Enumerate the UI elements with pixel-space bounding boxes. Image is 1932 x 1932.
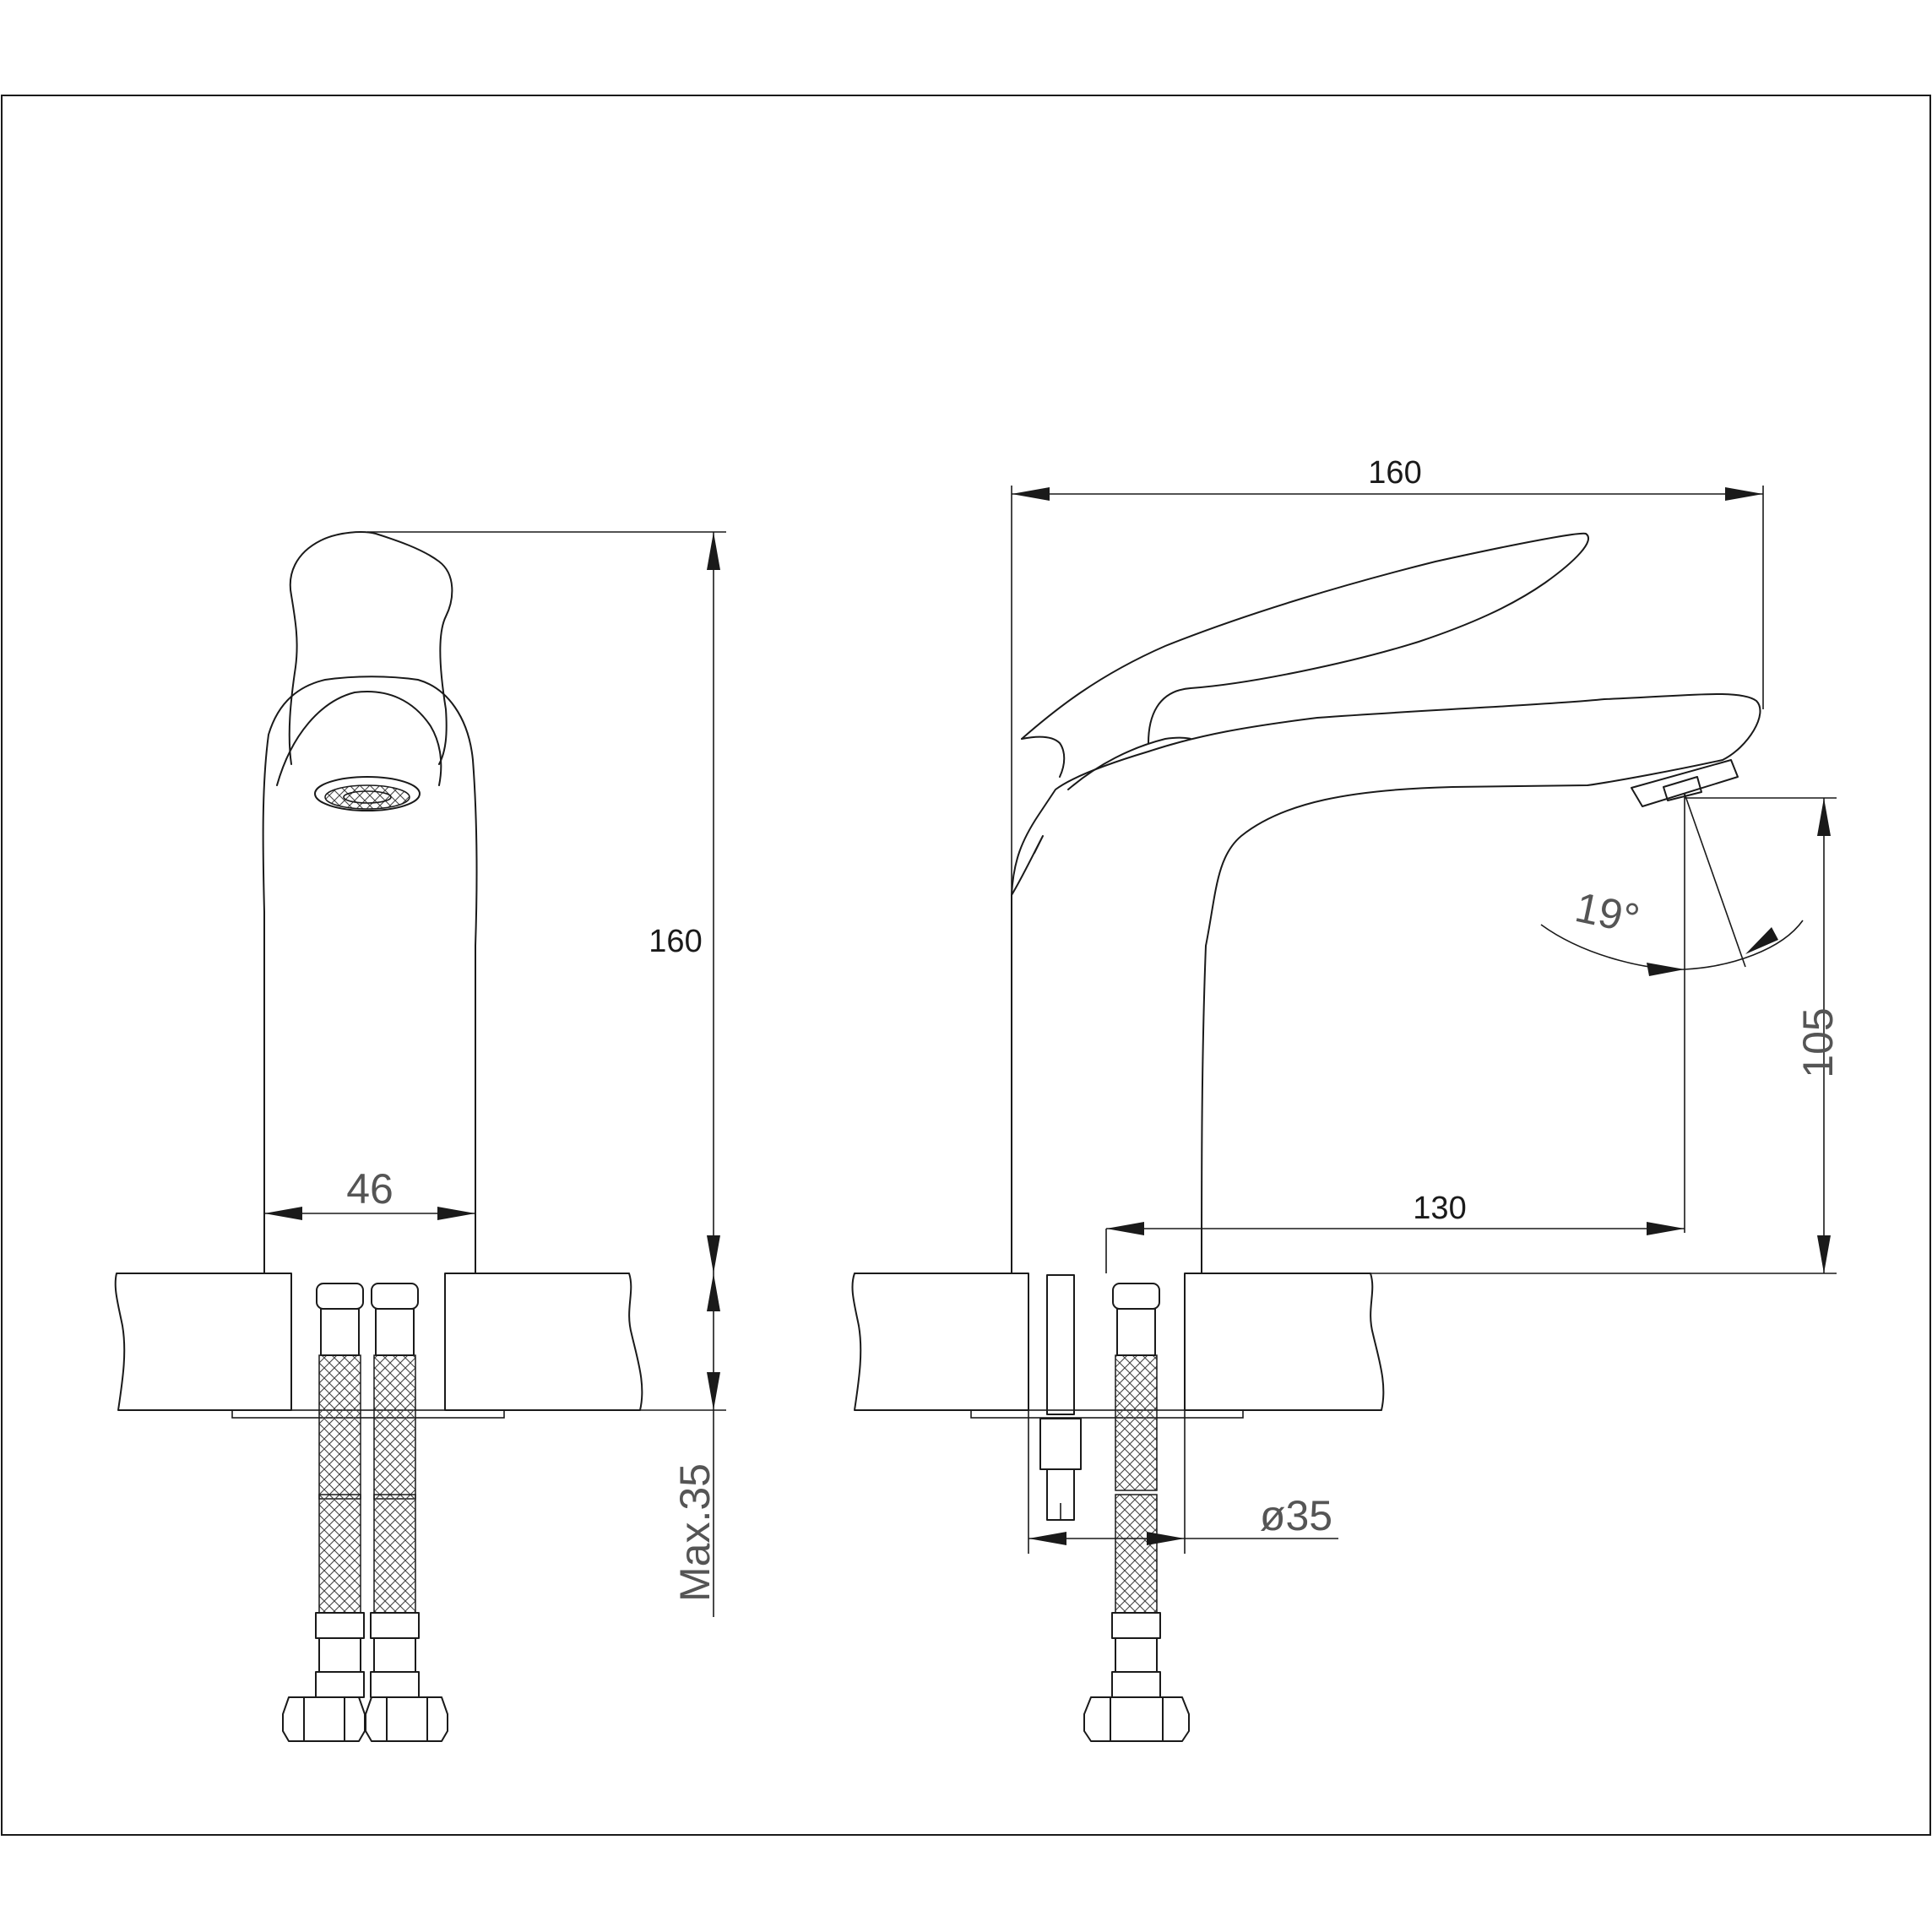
front-handle-neck: [276, 691, 442, 786]
side-handle-lever: [1021, 532, 1589, 744]
front-supply-hose-right: [370, 1283, 420, 1698]
front-hex-nut-left: [282, 1696, 366, 1742]
front-aerator-ring: [314, 776, 421, 811]
side-countertop-right: [1184, 1273, 1385, 1411]
front-aerator-mesh: [324, 784, 410, 810]
front-max-thickness-label: Max.35: [671, 1463, 719, 1602]
side-length-label: 160: [1368, 455, 1421, 491]
side-countertop-left: [851, 1273, 1029, 1411]
side-view: 160 105 19° 130 ø35: [851, 455, 1842, 1742]
side-spout-height-label: 105: [1794, 1007, 1842, 1077]
drawing-frame: [1, 95, 1931, 1836]
front-aerator-inner: [343, 790, 392, 804]
front-countertop-left: [114, 1273, 292, 1411]
side-reach-label: 130: [1413, 1191, 1466, 1226]
front-height-label: 160: [649, 924, 702, 959]
front-mounting-washer: [231, 1409, 505, 1419]
front-countertop-right: [444, 1273, 643, 1411]
front-handle: [288, 531, 453, 765]
side-faucet-body: [1011, 692, 1761, 1274]
side-body-groove: [1011, 835, 1044, 896]
front-faucet-body: [262, 676, 478, 1274]
front-hex-nut-right: [365, 1696, 448, 1742]
side-handle-base: [1067, 736, 1191, 790]
side-supply-hose: [1111, 1283, 1161, 1698]
front-width-label: 46: [346, 1165, 393, 1213]
side-hole-diameter-label: ø35: [1260, 1492, 1332, 1539]
side-mounting-washer: [970, 1409, 1244, 1419]
side-hex-nut: [1083, 1696, 1190, 1742]
side-handle-tip: [1021, 735, 1066, 778]
side-mounting-stud: [1039, 1274, 1082, 1521]
front-view: 160 46 Max.35: [114, 531, 726, 1742]
side-angle-label: 19°: [1571, 883, 1644, 942]
front-supply-hose-left: [315, 1283, 365, 1698]
side-aerator: [1631, 759, 1739, 807]
